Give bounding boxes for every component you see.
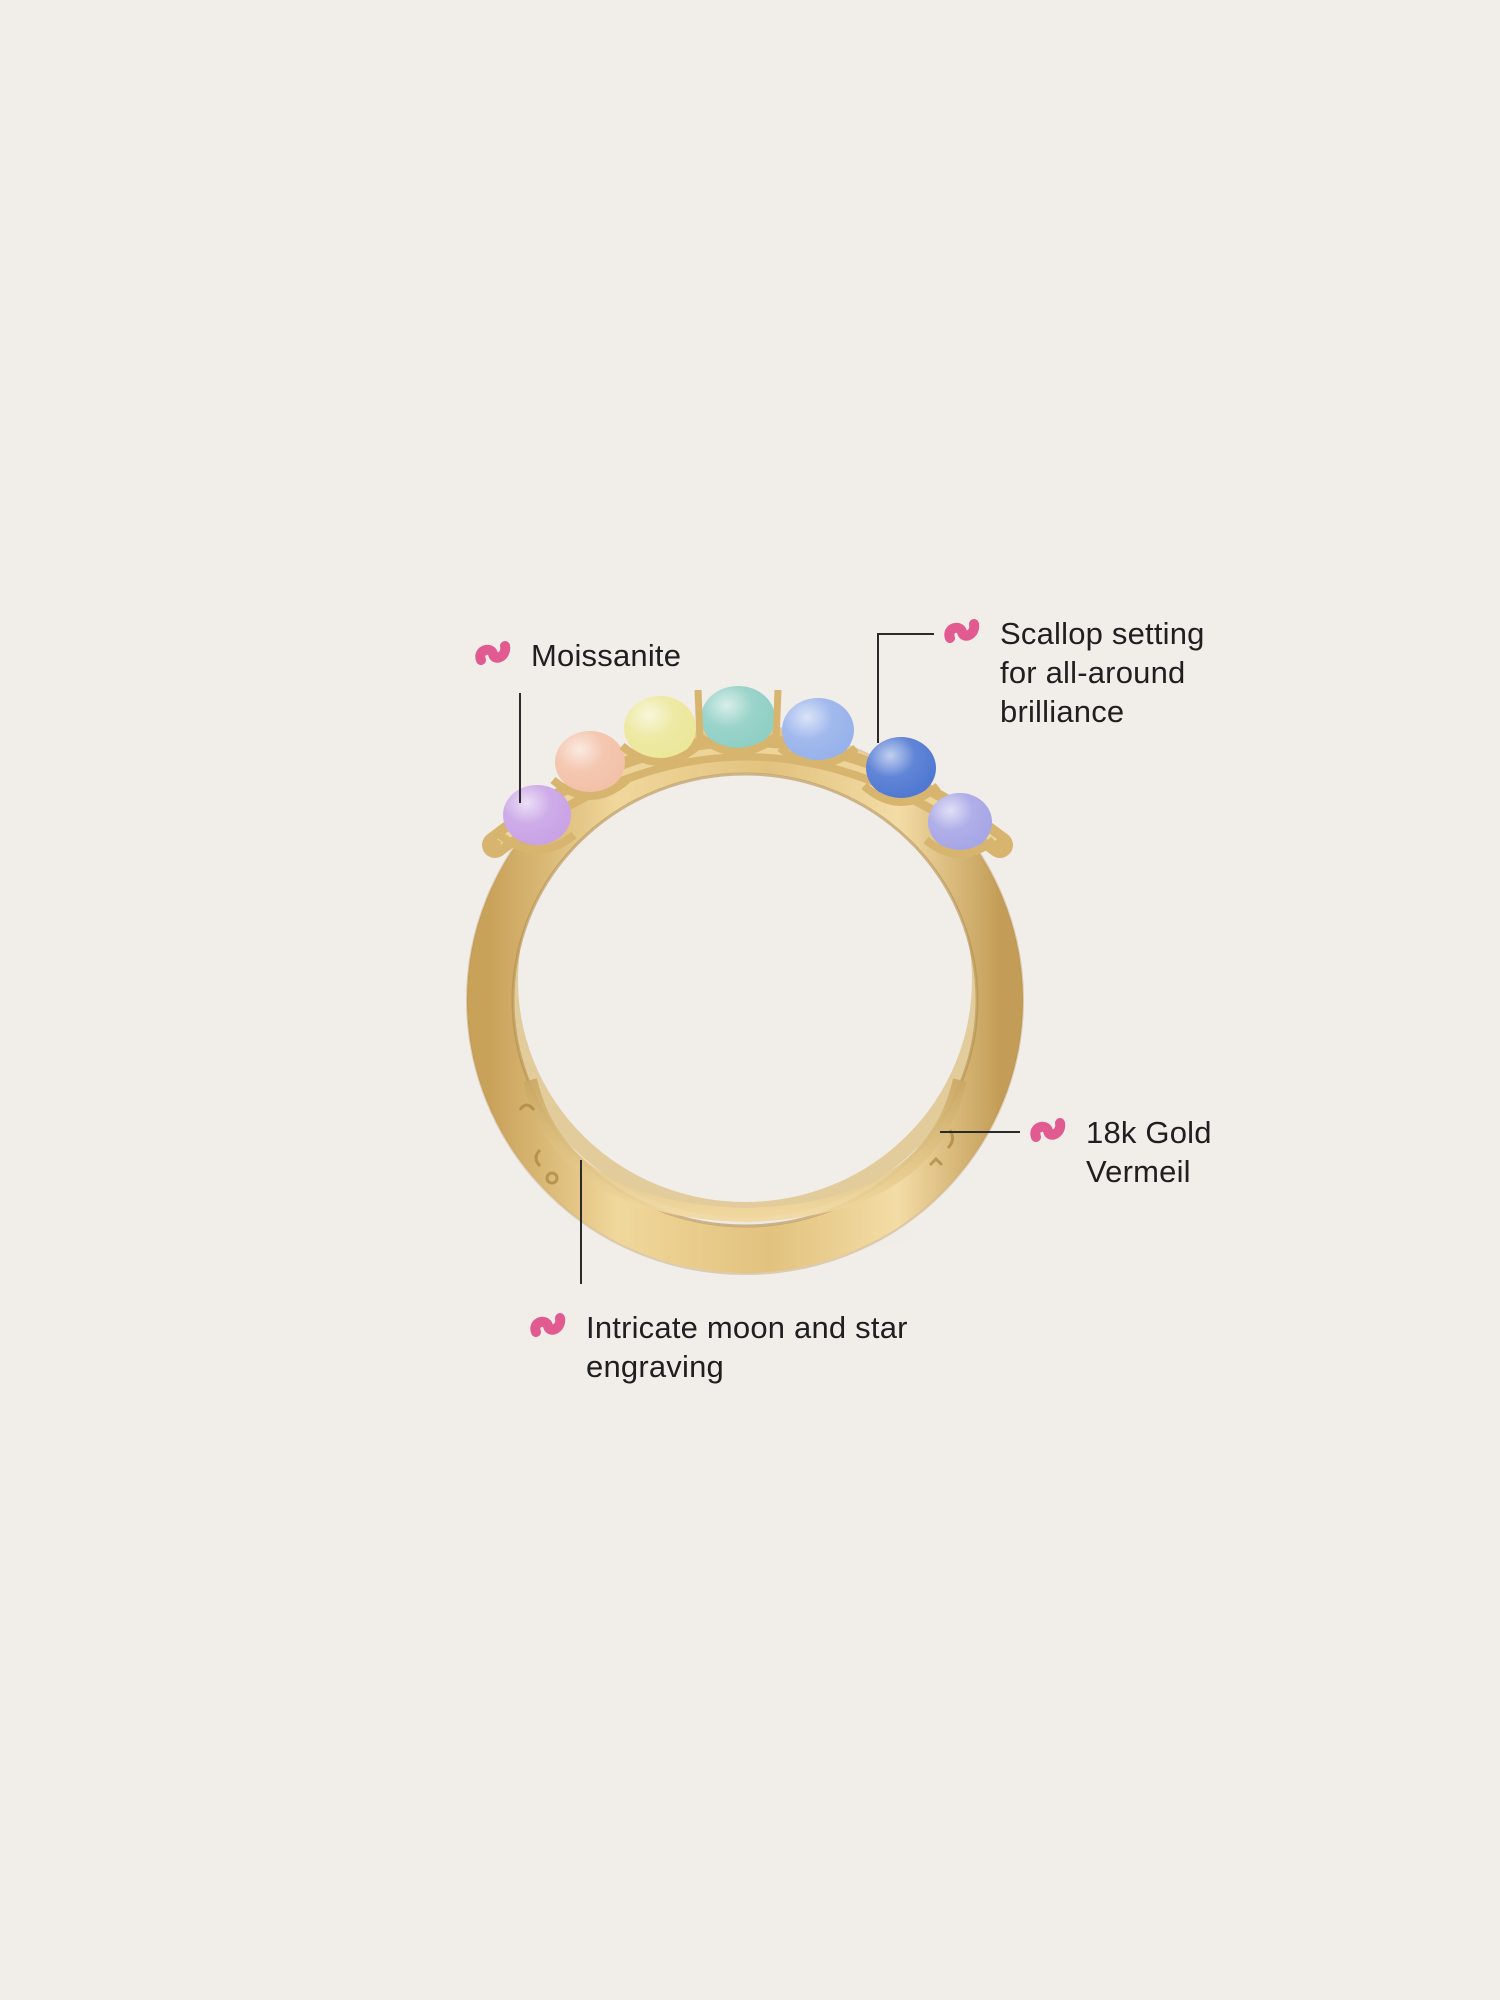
stone-lavender xyxy=(490,785,577,854)
label-engraving: Intricate moon and star engraving xyxy=(586,1310,908,1384)
stone-periwinkle xyxy=(923,793,1006,858)
callout-gold-vermeil: 18k Gold Vermeil xyxy=(1028,1113,1212,1191)
label-scallop-setting: Scallop setting for all-around brillianc… xyxy=(1000,616,1205,729)
callout-moissanite: Moissanite xyxy=(473,636,681,675)
leader-engraving xyxy=(580,1160,582,1284)
callout-scallop-setting: Scallop setting for all-around brillianc… xyxy=(942,614,1205,731)
squiggle-icon xyxy=(530,1313,566,1337)
leader-gold xyxy=(940,1131,1020,1133)
stone-sapphire xyxy=(861,737,941,806)
label-gold-vermeil: 18k Gold Vermeil xyxy=(1086,1115,1212,1189)
stone-sky-blue xyxy=(777,698,859,768)
squiggle-icon xyxy=(1030,1118,1066,1142)
leader-scallop-vertical xyxy=(877,633,879,743)
engraving-marks xyxy=(518,1103,955,1185)
stone-mint xyxy=(694,686,782,756)
leader-moissanite xyxy=(519,693,521,803)
leader-scallop-horizontal xyxy=(878,633,934,635)
callout-engraving: Intricate moon and star engraving xyxy=(528,1308,908,1386)
squiggle-icon xyxy=(944,619,980,643)
squiggle-icon xyxy=(475,641,511,665)
stone-yellow xyxy=(619,696,701,766)
stone-peach xyxy=(550,731,630,800)
label-moissanite: Moissanite xyxy=(531,638,682,673)
